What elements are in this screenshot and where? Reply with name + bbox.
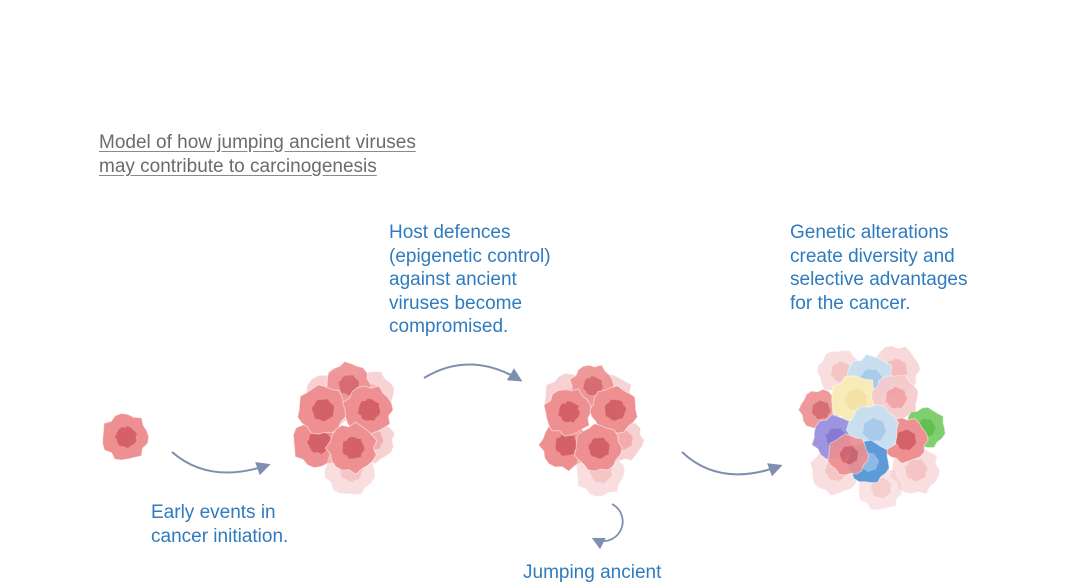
label-host-defences: Host defences (epigenetic control) again… [389,222,551,337]
cell [573,423,623,472]
cell [589,385,639,434]
label-genetic-alterations: Genetic alterations create diversity and… [790,222,968,314]
label-jumping-ancient: Jumping ancient [523,562,662,583]
small-cell-cluster [292,360,396,496]
single-cancer-cell [102,412,150,461]
diverse-tumor-cluster [797,345,946,511]
cell [324,421,378,475]
cell [102,412,150,461]
arrow-host-defences [423,363,523,382]
cycle-arrow-icon [591,503,624,550]
arrow-early-to-cluster [171,451,271,476]
label-early-events: Early events in cancer initiation. [151,502,289,547]
arrow-genetic-alterations [681,451,783,477]
cell [297,384,348,435]
diagram-title: Model of how jumping ancient viruses may… [99,132,416,177]
compromised-cell-cluster [537,364,645,498]
cell [543,388,593,437]
cell [827,433,870,476]
